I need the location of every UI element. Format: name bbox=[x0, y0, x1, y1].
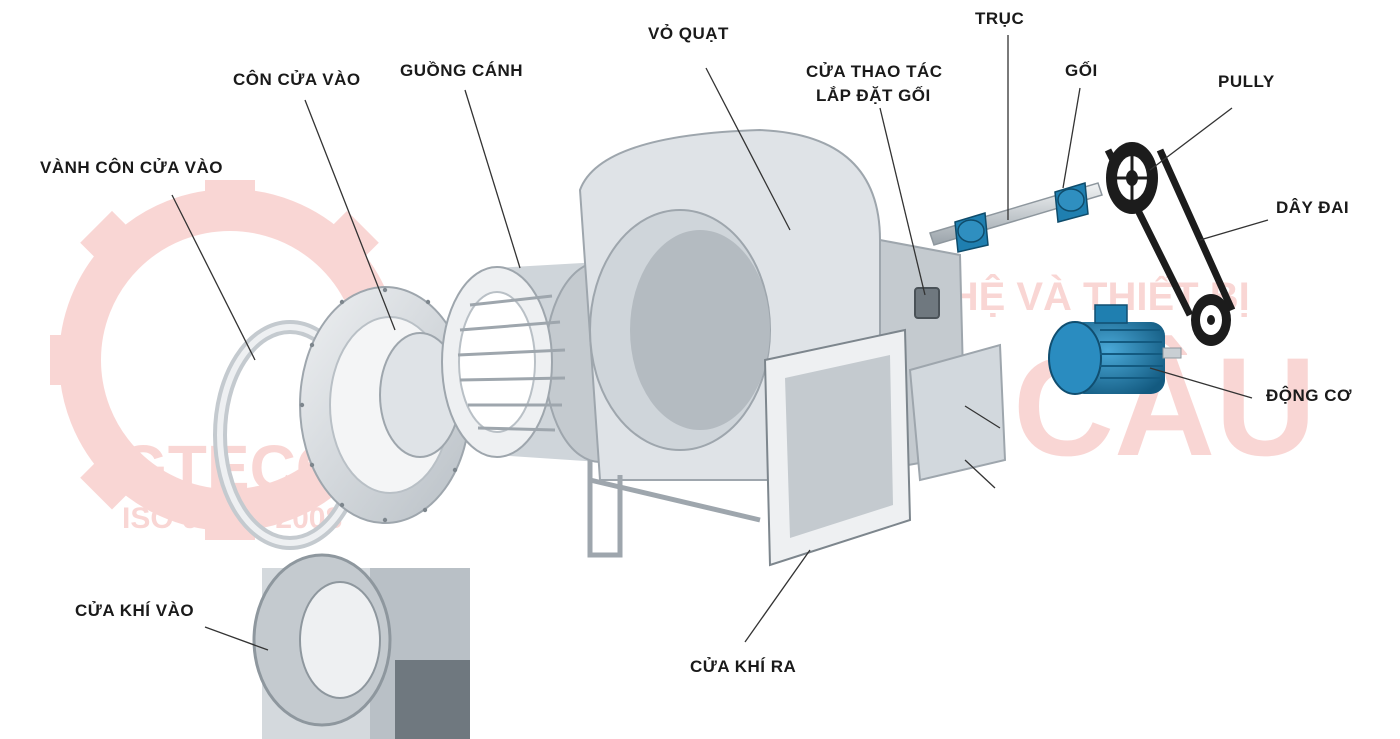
label-cua-thao-tac-line1: CỬA THAO TÁC bbox=[806, 62, 943, 81]
label-goi: GỐI bbox=[1065, 61, 1098, 80]
label-cua-khi-vao: CỬA KHÍ VÀO bbox=[75, 601, 195, 620]
leader-lines bbox=[171, 35, 1269, 651]
bearing-icon bbox=[954, 182, 1089, 253]
label-dong-co: ĐỘNG CƠ bbox=[1266, 386, 1353, 405]
label-guong-canh: GUỒNG CÁNH bbox=[400, 61, 524, 80]
label-truc: TRỤC bbox=[975, 9, 1025, 28]
label-pully: PULLY bbox=[1218, 72, 1275, 91]
pulley-icon bbox=[1106, 142, 1231, 346]
label-cua-thao-tac-line2: LẮP ĐẶT GỐI bbox=[816, 86, 931, 105]
inlet-inset-photo bbox=[252, 553, 470, 739]
label-con-cua-vao: CÔN CỬA VÀO bbox=[233, 70, 361, 89]
inlet-cone-icon bbox=[299, 286, 471, 524]
label-vo-quat: VỎ QUẠT bbox=[648, 24, 729, 43]
label-vanh-con-cua-vao: VÀNH CÔN CỬA VÀO bbox=[40, 158, 223, 177]
label-cua-khi-ra: CỬA KHÍ RA bbox=[690, 657, 797, 676]
motor-icon bbox=[1048, 304, 1182, 395]
fan-housing-icon bbox=[578, 128, 1007, 567]
label-day-dai: DÂY ĐAI bbox=[1276, 198, 1350, 217]
